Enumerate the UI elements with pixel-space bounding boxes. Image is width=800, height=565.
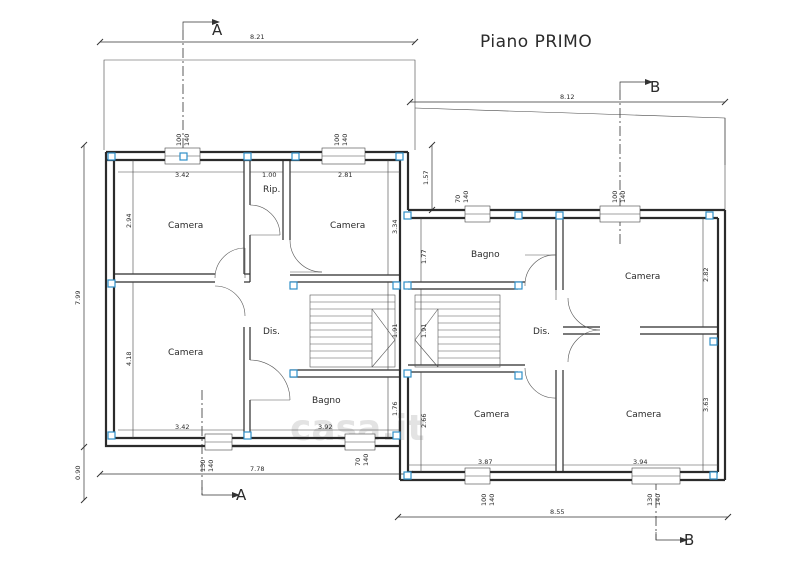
window-7-height: 140 [488,494,496,506]
window-4-height: 140 [619,191,627,203]
dim-s-height: 2.66 [420,414,428,428]
room-label-dis-left: Dis. [263,327,280,337]
dim-w-width: 3.42 [175,423,189,431]
dim-left-total: 7.99 [74,291,82,305]
dim-bagno-left-height: 1.76 [391,402,399,416]
window-5-width: 130 [199,460,207,472]
dim-stair-right-height: 1.91 [420,324,428,338]
dim-left-bottom: 0.90 [74,466,82,480]
room-label-camera-se: Camera [626,410,661,420]
window-4-width: 100 [611,191,619,203]
window-2-height: 140 [341,134,349,146]
dim-nw-width: 3.42 [175,171,189,179]
dim-top-left-total: 8.21 [250,33,264,41]
room-label-camera-w: Camera [168,348,203,358]
dim-bagno-left-width: 3.92 [318,423,332,431]
room-label-camera-n: Camera [330,221,365,231]
window-2-width: 100 [333,134,341,146]
stair-right [414,294,501,368]
window-6-width: 70 [354,458,362,466]
window-8-height: 140 [654,494,662,506]
dim-n-height: 3.34 [391,220,399,234]
section-label-a-bottom: A [236,486,247,504]
dimension-lines [80,38,732,521]
dim-se-width: 3.94 [633,458,647,466]
plan-title: Piano PRIMO [480,32,592,52]
dim-rip-width: 1.00 [262,171,276,179]
section-label-a-top: A [212,21,223,39]
section-label-b-bottom: B [684,531,694,549]
dim-top-right-total: 8.12 [560,93,574,101]
stair-left [309,294,396,368]
dim-s-width: 3.87 [478,458,492,466]
window-3-width: 70 [454,195,462,203]
window-1-width: 100 [175,134,183,146]
dim-se-height: 3.63 [702,398,710,412]
structural-columns [107,152,718,480]
window-5-height: 140 [207,460,215,472]
dim-bottom-right-total: 8.55 [550,508,564,516]
window-8-width: 130 [646,494,654,506]
room-label-camera-nw: Camera [168,221,203,231]
section-label-b-top: B [650,78,660,96]
dim-bottom-left-total: 7.78 [250,465,264,473]
dim-w-height: 4.18 [125,352,133,366]
window-7-width: 100 [480,494,488,506]
room-label-camera-s: Camera [474,410,509,420]
doors [214,204,601,401]
room-label-bagno-left: Bagno [312,396,341,406]
windows [164,147,681,485]
room-label-dis-right: Dis. [533,327,550,337]
dim-nw-height: 2.94 [125,214,133,228]
dim-n-width: 2.81 [338,171,352,179]
dim-right-offset: 1.57 [422,171,430,185]
room-dimension-lines [118,160,718,472]
window-1-height: 140 [183,134,191,146]
dim-bagno-right-height: 1.77 [420,250,428,264]
section-line-a [182,19,240,498]
room-label-rip: Rip. [263,185,280,195]
room-label-camera-ne: Camera [625,272,660,282]
dim-ne-height: 2.82 [702,268,710,282]
room-label-bagno-right: Bagno [471,250,500,260]
window-6-height: 140 [362,454,370,466]
window-3-height: 140 [462,191,470,203]
dim-stair-left-height: 1.91 [391,324,399,338]
